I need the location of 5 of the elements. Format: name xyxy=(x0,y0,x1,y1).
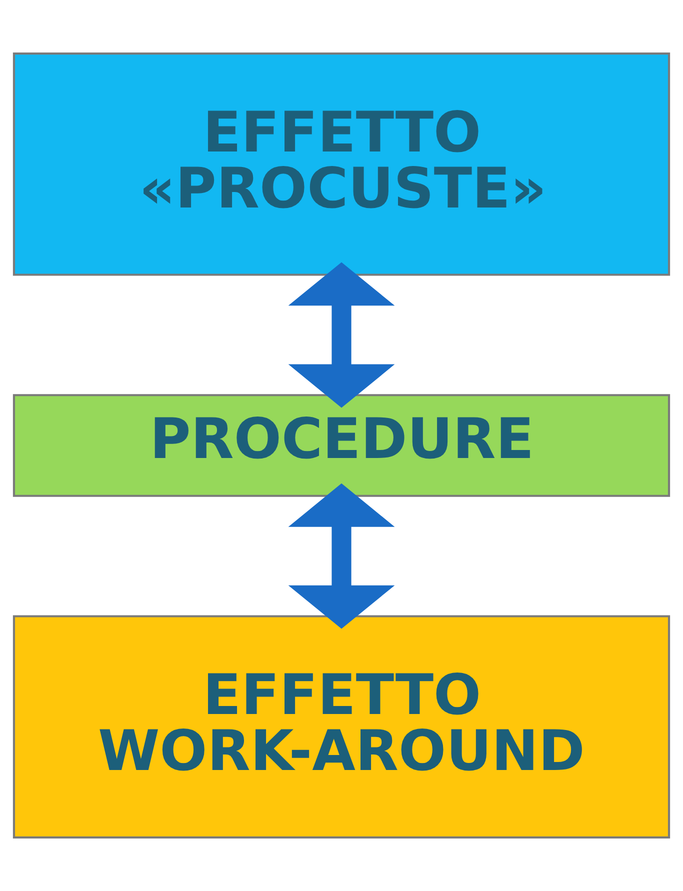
node-box: PROCEDURE xyxy=(12,394,670,497)
arrow xyxy=(288,483,395,629)
node-box: EFFETTO «PROCUSTE» xyxy=(12,52,670,276)
node-box: EFFETTO WORK-AROUND xyxy=(12,615,670,838)
arrow xyxy=(288,262,395,408)
